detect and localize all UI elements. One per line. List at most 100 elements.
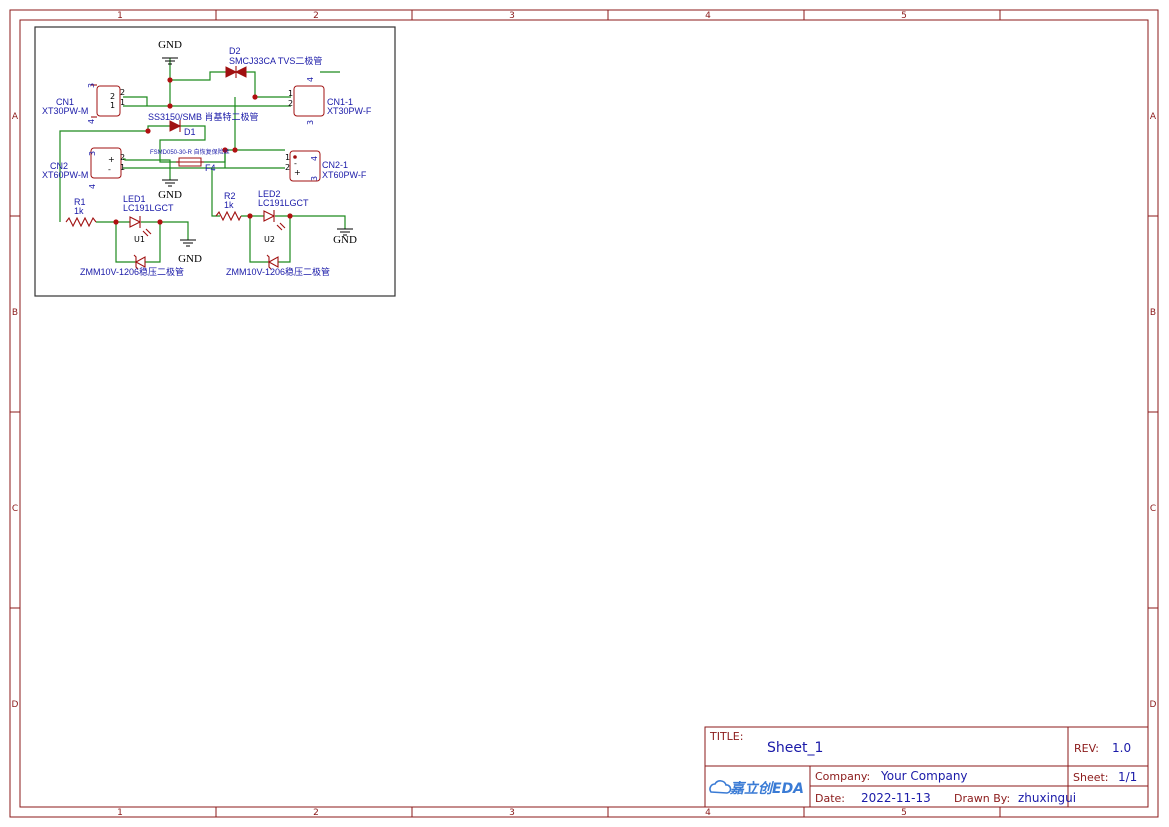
row-label-left: B (12, 308, 18, 318)
cn2-value: XT60PW-M (42, 170, 88, 180)
cn1-value: XT30PW-M (42, 106, 88, 116)
rev-label: REV: (1074, 742, 1099, 755)
row-label-right: C (1150, 504, 1156, 514)
f4-value: FSMD050-30-R 自恢复保险丝 (150, 148, 230, 156)
cn1-1-pin3: 3 (306, 120, 315, 125)
row-label-right: B (1150, 308, 1156, 318)
u2-zener-diode: U2 ZMM10V-1206稳压二极管 (226, 235, 330, 277)
cn2-pin-num: 2 (120, 153, 125, 162)
cn2-1-pin3: 3 (310, 176, 319, 181)
col-label-top: 4 (705, 11, 711, 21)
gnd-label: GND (158, 39, 182, 51)
row-label-left: A (12, 112, 19, 122)
gnd-mid: GND (158, 179, 182, 201)
cn2-1-pin-num: 2 (285, 163, 290, 172)
r1-ref: R1 (74, 197, 86, 207)
schematic-block-border (34, 26, 396, 297)
title-label: TITLE: (709, 730, 743, 743)
sheet-value: 1/1 (1118, 770, 1137, 784)
cn2-connector: 3 4 + - 2 1 CN2 XT60PW-M (42, 147, 125, 189)
col-label-bottom: 2 (313, 808, 319, 818)
cn1-connector: 3 4 2 1 2 1 CN1 XT30PW-M (42, 83, 125, 124)
cn2-minus: - (108, 165, 111, 174)
drawn-by-label: Drawn By: (954, 792, 1010, 805)
led1: LED1 LC191LGCT (123, 194, 174, 237)
led1-value: LC191LGCT (123, 203, 174, 213)
gnd-led1: GND (178, 239, 202, 265)
logo-text: 嘉立创EDA (729, 780, 804, 797)
cn1-pin-num: 2 (120, 88, 125, 97)
col-label-top: 3 (509, 11, 515, 21)
eda-logo: 嘉立创EDA (709, 780, 804, 797)
u1-value: ZMM10V-1206稳压二极管 (80, 266, 184, 277)
date-value: 2022-11-13 (861, 791, 931, 805)
col-label-bottom: 1 (117, 808, 123, 818)
cn1-1-pin4: 4 (306, 77, 315, 82)
cn1-1-value: XT30PW-F (327, 106, 372, 116)
drawn-by-value: zhuxingui (1018, 791, 1076, 805)
led2: LED2 LC191LGCT (258, 189, 309, 231)
inner-border (19, 19, 1149, 808)
u1-zener-diode: U1 ZMM10V-1206稳压二极管 (80, 235, 184, 277)
r1-resistor: R1 1k (65, 197, 97, 228)
r2-value: 1k (224, 200, 234, 210)
rev-value: 1.0 (1112, 741, 1131, 755)
col-label-top: 5 (901, 11, 907, 21)
company-label: Company: (815, 770, 870, 783)
cn2-1-pin4: 4 (310, 156, 319, 161)
d2-ref: D2 (229, 46, 241, 56)
col-label-top: 1 (117, 11, 123, 21)
u2-ref: U2 (264, 235, 275, 244)
d1-schottky-diode: SS3150/SMB 肖基特二极管 D1 (148, 111, 259, 137)
cn2-1-minus: - (294, 159, 297, 168)
cn2-1-ref: CN2-1 (322, 160, 348, 170)
f4-ref: F4 (205, 163, 216, 173)
led1-ref: LED1 (123, 194, 146, 204)
row-label-left: D (12, 700, 19, 710)
d1-ref: D1 (184, 127, 196, 137)
sheet-title: Sheet_1 (767, 740, 823, 756)
d2-value: SMCJ33CA TVS二极管 (229, 55, 322, 66)
title-block: TITLE: Sheet_1 REV: 1.0 Company: Your Co… (704, 726, 1149, 808)
col-label-top: 2 (313, 11, 319, 21)
cn2-pin3: 3 (88, 151, 97, 156)
col-label-bottom: 5 (901, 808, 907, 818)
col-label-bottom: 4 (705, 808, 711, 818)
u2-value: ZMM10V-1206稳压二极管 (226, 266, 330, 277)
d2-tvs-diode: D2 SMCJ33CA TVS二极管 (225, 46, 322, 78)
cn1-1-pin-num: 2 (288, 99, 293, 108)
junction-dots (113, 77, 293, 225)
cn1-1-connector: 1 2 4 3 CN1-1 XT30PW-F (288, 77, 372, 125)
d1-value: SS3150/SMB 肖基特二极管 (148, 111, 259, 122)
r2-ref: R2 (224, 191, 236, 201)
cn1-ref: CN1 (56, 97, 74, 107)
cn2-plus: + (108, 155, 115, 164)
cn2-pin4: 4 (88, 184, 97, 189)
u1-ref: U1 (134, 235, 145, 244)
led2-value: LC191LGCT (258, 198, 309, 208)
cn1-pin-num: 1 (110, 101, 115, 110)
cn1-1-ref: CN1-1 (327, 97, 353, 107)
cn1-pin-num: 2 (110, 92, 115, 101)
cn2-ref: CN2 (50, 161, 68, 171)
gnd-top: GND (158, 39, 182, 65)
row-label-left: C (12, 504, 18, 514)
date-label: Date: (815, 792, 845, 805)
col-label-bottom: 3 (509, 808, 515, 818)
f4-fuse: FSMD050-30-R 自恢复保险丝 F4 (150, 148, 230, 173)
cn2-1-pin-num: 1 (285, 153, 290, 162)
cn2-pin-num: 1 (120, 163, 125, 172)
gnd-label: GND (158, 189, 182, 201)
row-label-right: D (1150, 700, 1157, 710)
r1-value: 1k (74, 206, 84, 216)
frame-column-dividers (10, 10, 1158, 817)
outer-border (9, 9, 1159, 818)
cn2-1-value: XT60PW-F (322, 170, 367, 180)
cn2-1-plus: + (294, 168, 301, 177)
cn1-1-pin-num: 1 (288, 89, 293, 98)
cn1-pin3: 3 (87, 83, 96, 88)
cloud-icon (709, 780, 732, 794)
gnd-led2: GND (333, 228, 357, 246)
sheet-label: Sheet: (1073, 771, 1109, 784)
gnd-label: GND (178, 253, 202, 265)
